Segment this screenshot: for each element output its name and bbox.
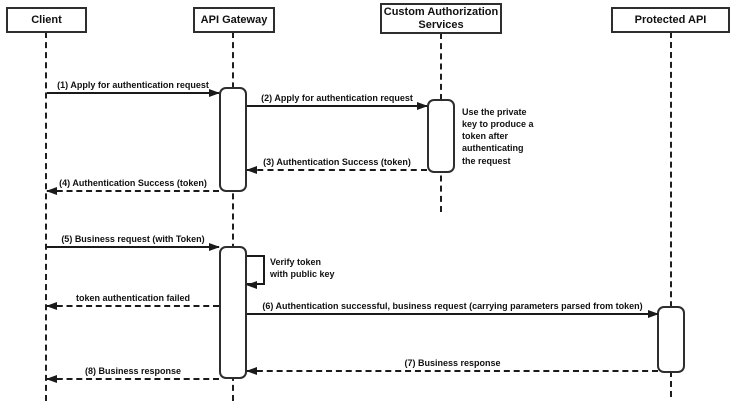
arrowhead-left-icon xyxy=(46,302,57,310)
arrowhead-left-icon xyxy=(46,187,57,195)
message-1-apply-auth-request: (1) Apply for authentication request xyxy=(47,80,220,97)
message-8-label: (8) Business response xyxy=(84,366,182,376)
arrowhead-left-icon xyxy=(46,375,57,383)
actor-client: Client xyxy=(6,7,87,33)
arrowhead-left-icon xyxy=(246,281,257,289)
arrowhead-left-icon xyxy=(246,166,257,174)
actor-api-gateway-label: API Gateway xyxy=(200,13,268,26)
arrowhead-right-icon xyxy=(209,243,220,251)
actor-api-gateway: API Gateway xyxy=(193,7,275,33)
message-3-auth-success: (3) Authentication Success (token) xyxy=(246,157,427,174)
arrowhead-right-icon xyxy=(648,310,659,318)
message-6-auth-successful-business-request: (6) Authentication successful, business … xyxy=(247,301,659,318)
message-token-auth-failed: token authentication failed xyxy=(46,293,219,310)
lifeline-api-gateway xyxy=(232,32,234,401)
message-2-apply-auth-request: (2) Apply for authentication request xyxy=(247,93,428,110)
message-token-auth-failed-label: token authentication failed xyxy=(75,293,190,303)
message-4-label: (4) Authentication Success (token) xyxy=(59,178,207,188)
self-message-verify-token-label: Verify token with public key xyxy=(270,257,335,280)
message-7-business-response: (7) Business response xyxy=(246,358,658,375)
actor-client-label: Client xyxy=(31,13,62,26)
note-private-key: Use the private key to produce a token a… xyxy=(462,107,534,166)
message-2-label: (2) Apply for authentication request xyxy=(261,93,413,103)
actor-custom-authorization-services-label: Custom Authorization Services xyxy=(383,5,499,31)
message-6-label: (6) Authentication successful, business … xyxy=(262,301,643,311)
message-1-label: (1) Apply for authentication request xyxy=(57,80,209,90)
activation-protected-api xyxy=(657,306,685,373)
self-message-verify-token-loop xyxy=(246,255,265,289)
arrowhead-right-icon xyxy=(417,102,428,110)
actor-protected-api: Protected API xyxy=(611,7,730,33)
message-5-label: (5) Business request (with Token) xyxy=(61,234,205,244)
lifeline-protected-api xyxy=(670,32,672,397)
arrowhead-right-icon xyxy=(209,89,220,97)
lifeline-client xyxy=(45,32,47,401)
message-8-business-response: (8) Business response xyxy=(46,366,219,383)
activation-custom-authorization-services xyxy=(427,99,455,173)
message-3-label: (3) Authentication Success (token) xyxy=(263,157,411,167)
actor-custom-authorization-services: Custom Authorization Services xyxy=(380,3,502,34)
message-7-label: (7) Business response xyxy=(404,358,501,368)
message-4-auth-success: (4) Authentication Success (token) xyxy=(46,178,219,195)
message-5-business-request: (5) Business request (with Token) xyxy=(47,234,220,251)
actor-protected-api-label: Protected API xyxy=(634,13,707,26)
activation-api-gateway-business xyxy=(219,246,247,379)
activation-api-gateway-auth xyxy=(219,87,247,192)
arrowhead-left-icon xyxy=(246,367,257,375)
